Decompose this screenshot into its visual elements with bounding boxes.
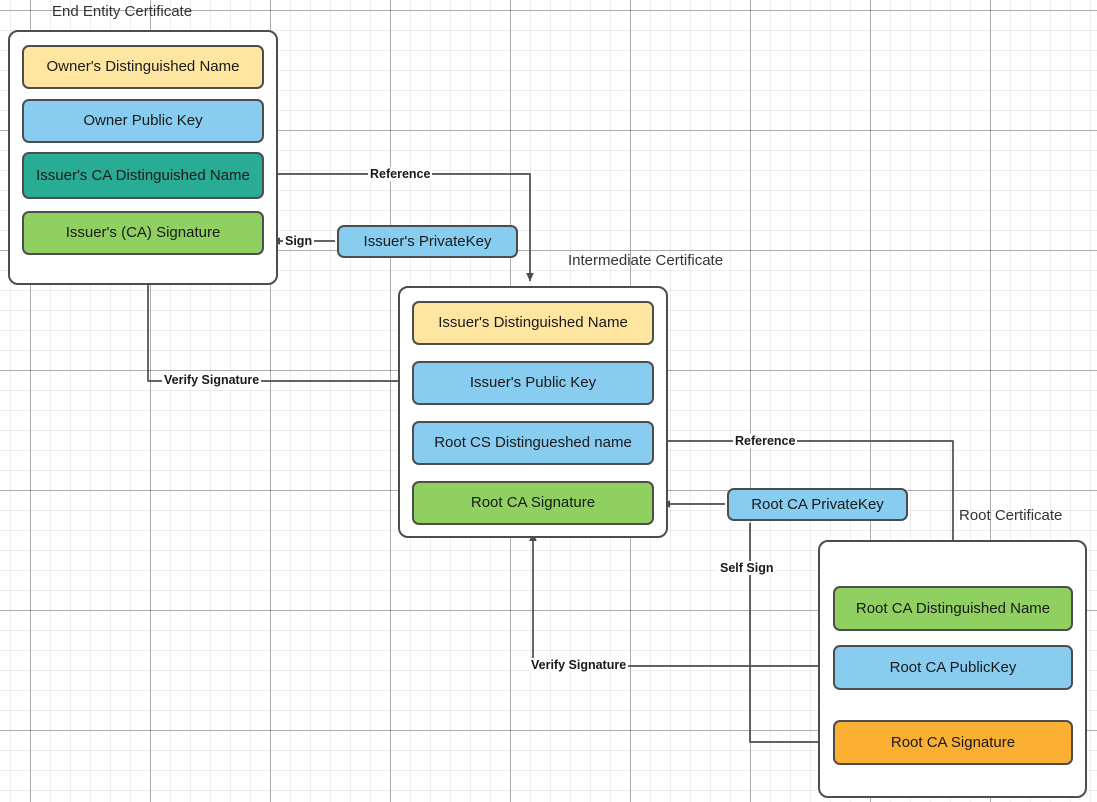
node-root-ca-signature-intermediate[interactable]: Root CA Signature — [412, 481, 654, 525]
node-issuers-distinguished-name[interactable]: Issuer's Distinguished Name — [412, 301, 654, 345]
edge-label-reference-intermediate: Reference — [733, 434, 798, 448]
node-issuers-privatekey[interactable]: Issuer's PrivateKey — [337, 225, 518, 258]
node-issuers-public-key[interactable]: Issuer's Public Key — [412, 361, 654, 405]
node-root-ca-signature-root[interactable]: Root CA Signature — [833, 720, 1073, 765]
edge-label-reference-end-entity: Reference — [368, 167, 433, 181]
edge-self-sign-rootkey-to-rootsignature — [749, 523, 829, 746]
edge-verify-signature-intermediate — [529, 532, 831, 667]
caption-root-certificate: Root Certificate — [959, 507, 1063, 524]
node-owner-distinguished-name[interactable]: Owner's Distinguished Name — [22, 45, 264, 89]
node-owner-public-key[interactable]: Owner Public Key — [22, 99, 264, 143]
node-issuers-ca-signature[interactable]: Issuer's (CA) Signature — [22, 211, 264, 255]
node-root-ca-distinguished-name[interactable]: Root CA Distinguished Name — [833, 586, 1073, 631]
caption-intermediate-certificate: Intermediate Certificate — [568, 252, 724, 269]
edge-label-verify-signature-end-entity: Verify Signature — [162, 373, 262, 387]
caption-end-entity-certificate: End Entity Certificate — [52, 3, 193, 20]
edge-label-verify-signature-intermediate: Verify Signature — [529, 658, 629, 672]
edge-label-sign-issuer: Sign — [283, 234, 315, 248]
node-root-ca-privatekey[interactable]: Root CA PrivateKey — [727, 488, 908, 521]
node-root-ca-publickey[interactable]: Root CA PublicKey — [833, 645, 1073, 690]
node-issuers-ca-distinguished-name[interactable]: Issuer's CA Distinguished Name — [22, 152, 264, 199]
edge-label-self-sign: Self Sign — [718, 561, 776, 575]
node-root-cs-distingueshed-name[interactable]: Root CS Distingueshed name — [412, 421, 654, 465]
